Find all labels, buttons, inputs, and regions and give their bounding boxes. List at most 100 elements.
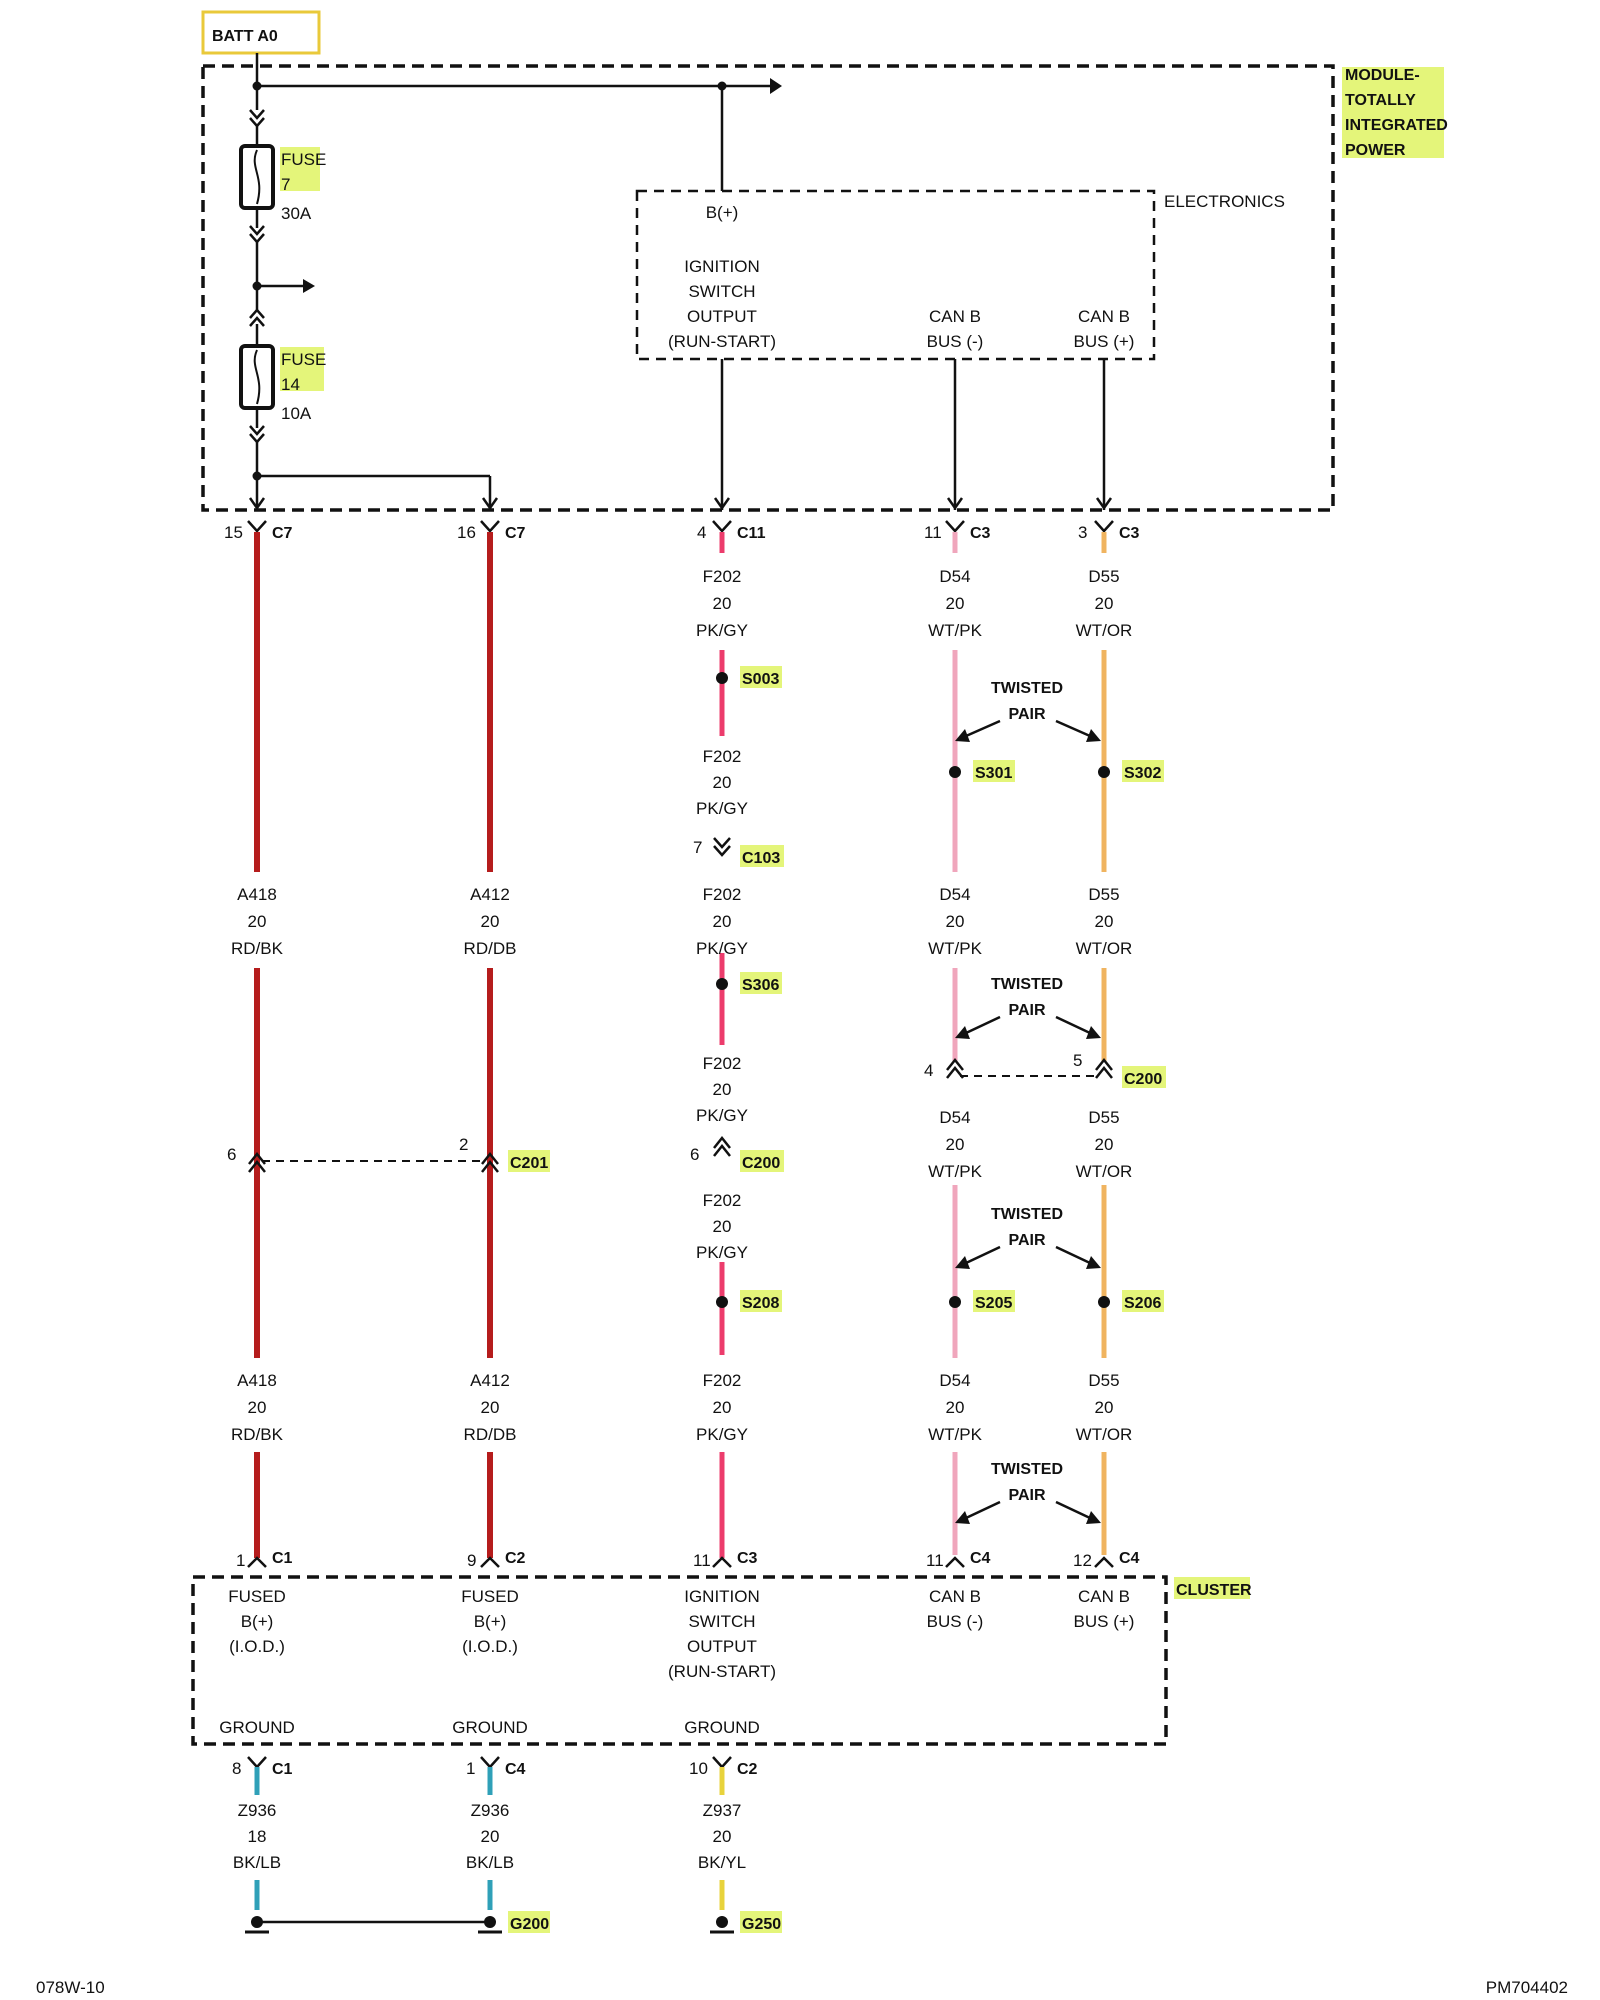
wire-label-f202-4: F202 20 PK/GY	[696, 1054, 748, 1125]
svg-text:BK/LB: BK/LB	[233, 1853, 281, 1872]
tipm-pin-labels: B(+) IGNITION SWITCH OUTPUT (RUN-START) …	[668, 203, 1134, 351]
svg-text:C1: C1	[272, 1550, 293, 1567]
svg-text:20: 20	[1095, 1398, 1114, 1417]
svg-text:RD/DB: RD/DB	[464, 1425, 517, 1444]
svg-text:20: 20	[248, 1398, 267, 1417]
svg-text:POWER: POWER	[1345, 142, 1406, 159]
connector-c200-ign: 6 C200	[690, 1135, 784, 1172]
svg-text:20: 20	[713, 1827, 732, 1846]
ground-g200: G200	[245, 1911, 550, 1934]
wire-label-a412-lower: A412 20 RD/DB	[464, 1371, 517, 1444]
svg-text:S003: S003	[742, 671, 779, 688]
svg-text:TWISTED: TWISTED	[991, 680, 1063, 697]
svg-text:BUS (-): BUS (-)	[927, 1612, 984, 1631]
svg-text:WT/OR: WT/OR	[1076, 1162, 1133, 1181]
svg-text:A412: A412	[470, 1371, 510, 1390]
svg-text:PK/GY: PK/GY	[696, 799, 748, 818]
svg-text:C4: C4	[505, 1761, 526, 1778]
svg-text:WT/PK: WT/PK	[928, 1425, 982, 1444]
svg-text:11: 11	[926, 1551, 944, 1570]
svg-text:PK/GY: PK/GY	[696, 1425, 748, 1444]
svg-text:10: 10	[689, 1759, 708, 1778]
svg-text:A418: A418	[237, 885, 277, 904]
splices: S003 S306 S208 S301 S302 S205	[716, 666, 1164, 1312]
svg-text:PK/GY: PK/GY	[696, 621, 748, 640]
connector-ground-c1: 8 C1	[232, 1756, 293, 1778]
svg-text:F202: F202	[703, 1054, 742, 1073]
svg-text:OUTPUT: OUTPUT	[687, 1637, 757, 1656]
svg-text:GROUND: GROUND	[219, 1718, 295, 1737]
svg-text:FUSED: FUSED	[461, 1587, 519, 1606]
svg-text:18: 18	[248, 1827, 267, 1846]
footer-left: 078W-10	[36, 1978, 105, 1997]
twisted-pair-3: TWISTED PAIR	[955, 1206, 1101, 1269]
svg-text:C4: C4	[1119, 1550, 1140, 1567]
wire-label-a418-upper: A418 20 RD/BK	[231, 885, 284, 958]
connector-ground-c4: 1 C4	[466, 1756, 526, 1778]
cluster-label: CLUSTER	[1174, 1577, 1252, 1599]
svg-text:PAIR: PAIR	[1008, 1487, 1045, 1504]
svg-text:B(+): B(+)	[706, 203, 739, 222]
wire-label-a418-lower: A418 20 RD/BK	[231, 1371, 284, 1444]
svg-text:S302: S302	[1124, 765, 1161, 782]
connector-c7-16: 16 C7	[457, 520, 526, 542]
svg-text:BUS (+): BUS (+)	[1074, 332, 1135, 351]
fuse-7: FUSE 7 30A	[239, 144, 326, 223]
svg-text:Z937: Z937	[703, 1801, 742, 1820]
svg-text:4: 4	[697, 523, 706, 542]
svg-text:(RUN-START): (RUN-START)	[668, 1662, 776, 1681]
svg-text:D54: D54	[939, 885, 970, 904]
svg-text:SWITCH: SWITCH	[688, 1612, 755, 1631]
wire-label-f202-3: F202 20 PK/GY	[696, 885, 748, 958]
svg-text:C200: C200	[1124, 1071, 1162, 1088]
svg-text:TWISTED: TWISTED	[991, 1461, 1063, 1478]
svg-text:S206: S206	[1124, 1295, 1161, 1312]
svg-text:RD/DB: RD/DB	[464, 939, 517, 958]
splice-s302: S302	[1098, 760, 1164, 782]
twisted-pair-4: TWISTED PAIR	[955, 1461, 1101, 1524]
svg-text:IGNITION: IGNITION	[684, 1587, 760, 1606]
svg-text:PAIR: PAIR	[1008, 1002, 1045, 1019]
svg-text:C2: C2	[505, 1550, 526, 1567]
svg-text:20: 20	[1095, 912, 1114, 931]
svg-text:PAIR: PAIR	[1008, 706, 1045, 723]
svg-text:D54: D54	[939, 1371, 970, 1390]
svg-text:(I.O.D.): (I.O.D.)	[229, 1637, 285, 1656]
svg-text:C7: C7	[272, 525, 293, 542]
svg-text:WT/PK: WT/PK	[928, 1162, 982, 1181]
svg-text:20: 20	[946, 1135, 965, 1154]
connector-cluster-c4-11: 11 C4	[926, 1550, 991, 1570]
wire-label-d55-1: D55 20 WT/OR	[1076, 567, 1133, 640]
svg-text:C2: C2	[737, 1761, 758, 1778]
svg-text:BUS (-): BUS (-)	[927, 332, 984, 351]
svg-text:D55: D55	[1088, 885, 1119, 904]
wire-label-d55-4: D55 20 WT/OR	[1076, 1371, 1133, 1444]
svg-text:BATT A0: BATT A0	[212, 28, 278, 45]
svg-text:PAIR: PAIR	[1008, 1232, 1045, 1249]
svg-text:FUSE: FUSE	[281, 350, 326, 369]
splice-s208: S208	[716, 1290, 782, 1312]
svg-text:20: 20	[713, 1398, 732, 1417]
wire-label-a412-upper: A412 20 RD/DB	[464, 885, 517, 958]
svg-text:D54: D54	[939, 1108, 970, 1127]
connector-c11-4: 4 C11	[697, 520, 766, 542]
svg-text:WT/PK: WT/PK	[928, 621, 982, 640]
svg-text:C11: C11	[737, 525, 766, 542]
ground-g250: G250	[710, 1911, 782, 1934]
twisted-pair-2: TWISTED PAIR	[955, 976, 1101, 1039]
svg-text:C103: C103	[742, 850, 780, 867]
svg-text:20: 20	[713, 594, 732, 613]
connector-c201: 6 2 C201	[227, 1135, 550, 1173]
wire-label-d55-3: D55 20 WT/OR	[1076, 1108, 1133, 1181]
svg-text:INTEGRATED: INTEGRATED	[1345, 117, 1448, 134]
splice-s306: S306	[716, 972, 782, 994]
tipm-module-box	[201, 64, 1335, 512]
svg-text:12: 12	[1073, 1551, 1092, 1570]
svg-text:PK/GY: PK/GY	[696, 1106, 748, 1125]
wire-label-f202-2: F202 20 PK/GY	[696, 747, 748, 818]
svg-text:20: 20	[481, 912, 500, 931]
splice-s301: S301	[949, 760, 1015, 782]
svg-text:RD/BK: RD/BK	[231, 1425, 284, 1444]
connector-cluster-c1: 1 C1	[236, 1550, 293, 1570]
